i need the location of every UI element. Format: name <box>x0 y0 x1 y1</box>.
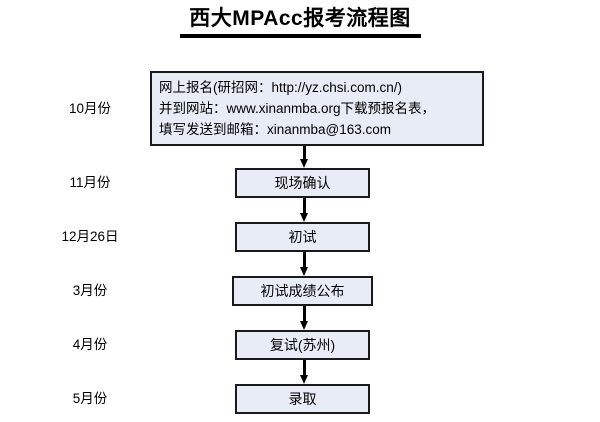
flow-step-first-exam-label: 初试 <box>288 229 317 245</box>
month-label-april: 4月份 <box>72 337 108 352</box>
title-underline <box>180 34 421 38</box>
month-label-december-26: 12月26日 <box>61 229 119 244</box>
registration-line-1: 网上报名(研招网：http://yz.chsi.com.cn/) <box>159 80 403 95</box>
registration-line-2: 并到网站：www.xinanmba.org下载预报名表， <box>159 101 436 116</box>
registration-line-3: 填写发送到邮箱：xinanmba@163.com <box>159 122 392 137</box>
arrow-down-icon-3 <box>300 252 309 276</box>
arrow-head <box>300 321 308 330</box>
arrow-head <box>300 375 308 384</box>
month-label-may: 5月份 <box>72 391 108 406</box>
arrow-down-icon-5 <box>300 360 309 384</box>
arrow-shaft <box>303 146 306 159</box>
arrow-head <box>300 267 308 276</box>
arrow-shaft <box>303 306 306 321</box>
arrow-head <box>300 213 308 222</box>
month-label-march: 3月份 <box>72 283 108 298</box>
flow-step-onsite-confirm-label: 现场确认 <box>274 175 331 191</box>
month-label-november: 11月份 <box>69 175 111 190</box>
arrow-down-icon-1 <box>300 146 309 168</box>
flow-step-second-exam-label: 复试(苏州) <box>269 337 336 353</box>
flow-step-admission: 录取 <box>235 384 370 414</box>
arrow-shaft <box>303 198 306 213</box>
flow-step-online-registration: 网上报名(研招网：http://yz.chsi.com.cn/) 并到网站：ww… <box>150 71 484 146</box>
title-block: 西大MPAcc报考流程图 <box>0 6 600 32</box>
arrow-down-icon-2 <box>300 198 309 222</box>
month-label-october: 10月份 <box>68 101 112 116</box>
flow-step-onsite-confirm: 现场确认 <box>235 168 370 198</box>
flow-step-online-registration-text: 网上报名(研招网：http://yz.chsi.com.cn/) 并到网站：ww… <box>159 77 435 140</box>
flow-step-second-exam: 复试(苏州) <box>235 330 370 360</box>
arrow-down-icon-4 <box>300 306 309 330</box>
arrow-shaft <box>303 360 306 375</box>
flow-step-first-exam: 初试 <box>235 222 370 252</box>
arrow-shaft <box>303 252 306 267</box>
flow-step-first-exam-score-label: 初试成绩公布 <box>260 283 345 299</box>
page-title: 西大MPAcc报考流程图 <box>189 7 411 30</box>
flow-step-first-exam-score: 初试成绩公布 <box>232 276 373 306</box>
flow-step-admission-label: 录取 <box>288 391 317 407</box>
arrow-head <box>300 159 308 168</box>
